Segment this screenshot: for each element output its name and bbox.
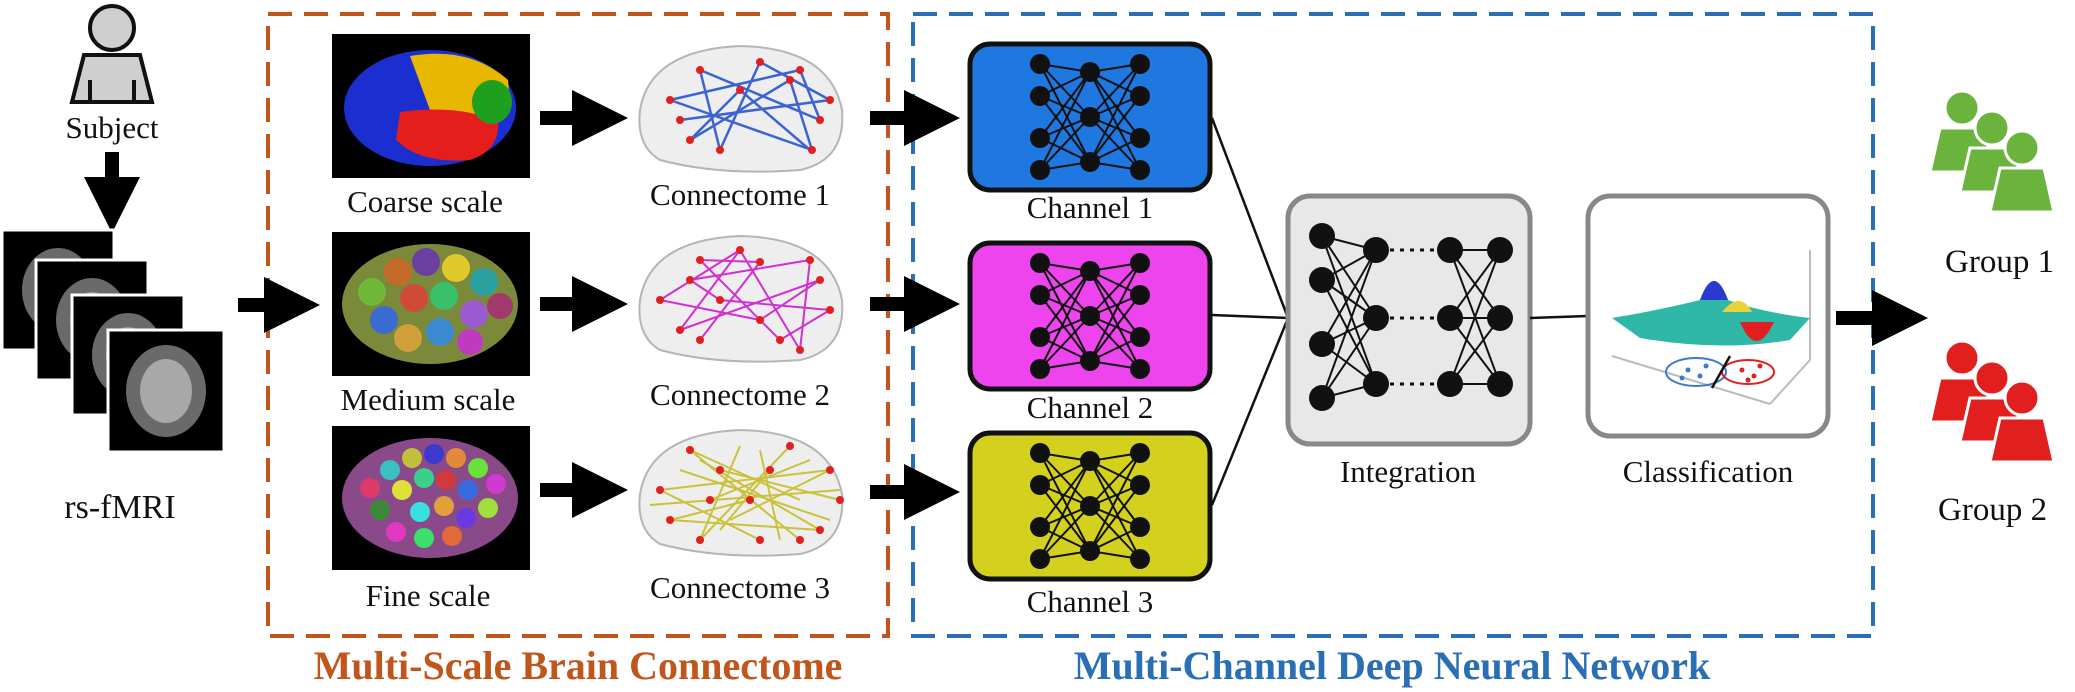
multi-channel-section-title: Multi-Channel Deep Neural Network	[1074, 643, 1711, 688]
medium-parcellation-image	[332, 232, 530, 376]
channel-node	[1130, 359, 1150, 379]
channel-node	[1030, 160, 1050, 180]
group-2-people-icon	[1928, 339, 2056, 464]
coarse-scale-label: Coarse scale	[347, 184, 503, 219]
channel-node	[1080, 496, 1100, 516]
coarse-parcellation-image	[332, 34, 530, 178]
integration-node	[1437, 305, 1463, 331]
channel-node	[1130, 285, 1150, 305]
channel-node	[1030, 128, 1050, 148]
channel-2-label: Channel 2	[1027, 390, 1154, 425]
channel-node	[1130, 54, 1150, 74]
subject-label: Subject	[66, 110, 159, 145]
connectome-2-label: Connectome 2	[650, 377, 830, 412]
integration-node	[1309, 267, 1335, 293]
fmri-label: rs-fMRI	[64, 489, 175, 526]
channel-node	[1130, 549, 1150, 569]
fine-scale-label: Fine scale	[366, 578, 491, 613]
connectome-3-graph	[638, 428, 844, 557]
connectome-3-label: Connectome 3	[650, 570, 830, 605]
channel-3-network	[967, 430, 1213, 582]
channel-node	[1030, 327, 1050, 347]
channel-node	[1080, 152, 1100, 172]
connectome-1-label: Connectome 1	[650, 177, 830, 212]
channel-node	[1030, 443, 1050, 463]
integration-node	[1363, 371, 1389, 397]
channel-to-integration-links	[1210, 117, 1290, 506]
channel-node	[1030, 549, 1050, 569]
integration-node	[1487, 305, 1513, 331]
integration-node	[1363, 305, 1389, 331]
group-2-label: Group 2	[1938, 492, 2047, 528]
integration-node	[1487, 371, 1513, 397]
channel-node	[1130, 128, 1150, 148]
channel-node	[1080, 62, 1100, 82]
integration-node	[1437, 371, 1463, 397]
channel-node	[1030, 475, 1050, 495]
connectome-2-graph	[638, 234, 844, 363]
integration-node	[1309, 385, 1335, 411]
multi-scale-section-title: Multi-Scale Brain Connectome	[314, 643, 843, 688]
channel-node	[1080, 107, 1100, 127]
channel-node	[1080, 306, 1100, 326]
integration-label: Integration	[1340, 454, 1477, 489]
channel-node	[1030, 54, 1050, 74]
medium-scale-label: Medium scale	[341, 382, 516, 417]
channel-node	[1130, 327, 1150, 347]
channel-1-network	[967, 41, 1213, 193]
channel-1-label: Channel 1	[1027, 190, 1154, 225]
fine-parcellation-image	[332, 426, 530, 570]
channel-node	[1080, 351, 1100, 371]
channel-node	[1130, 517, 1150, 537]
integration-to-classification-link	[1529, 314, 1589, 320]
channel-node	[1130, 253, 1150, 273]
channel-3-label: Channel 3	[1027, 584, 1154, 619]
integration-node	[1437, 237, 1463, 263]
channel-node	[1130, 443, 1150, 463]
integration-network	[1285, 193, 1533, 447]
classification-plot	[1585, 193, 1831, 439]
fmri-image-stack	[0, 228, 226, 454]
channel-node	[1080, 261, 1100, 281]
group-1-label: Group 1	[1945, 244, 2054, 280]
channel-2-network	[967, 240, 1213, 392]
channel-node	[1030, 86, 1050, 106]
channel-node	[1030, 253, 1050, 273]
channel-node	[1130, 160, 1150, 180]
connectome-1-graph	[638, 44, 844, 173]
channel-node	[1130, 475, 1150, 495]
channel-node	[1030, 285, 1050, 305]
channel-node	[1030, 359, 1050, 379]
group-1-people-icon	[1928, 89, 2056, 214]
channel-node	[1080, 451, 1100, 471]
channel-node	[1030, 517, 1050, 537]
subject-person-icon	[69, 4, 155, 104]
integration-node	[1487, 237, 1513, 263]
channel-node	[1080, 541, 1100, 561]
classification-label: Classification	[1623, 454, 1794, 489]
integration-node	[1309, 223, 1335, 249]
integration-node	[1363, 237, 1389, 263]
channel-node	[1130, 86, 1150, 106]
integration-node	[1309, 331, 1335, 357]
